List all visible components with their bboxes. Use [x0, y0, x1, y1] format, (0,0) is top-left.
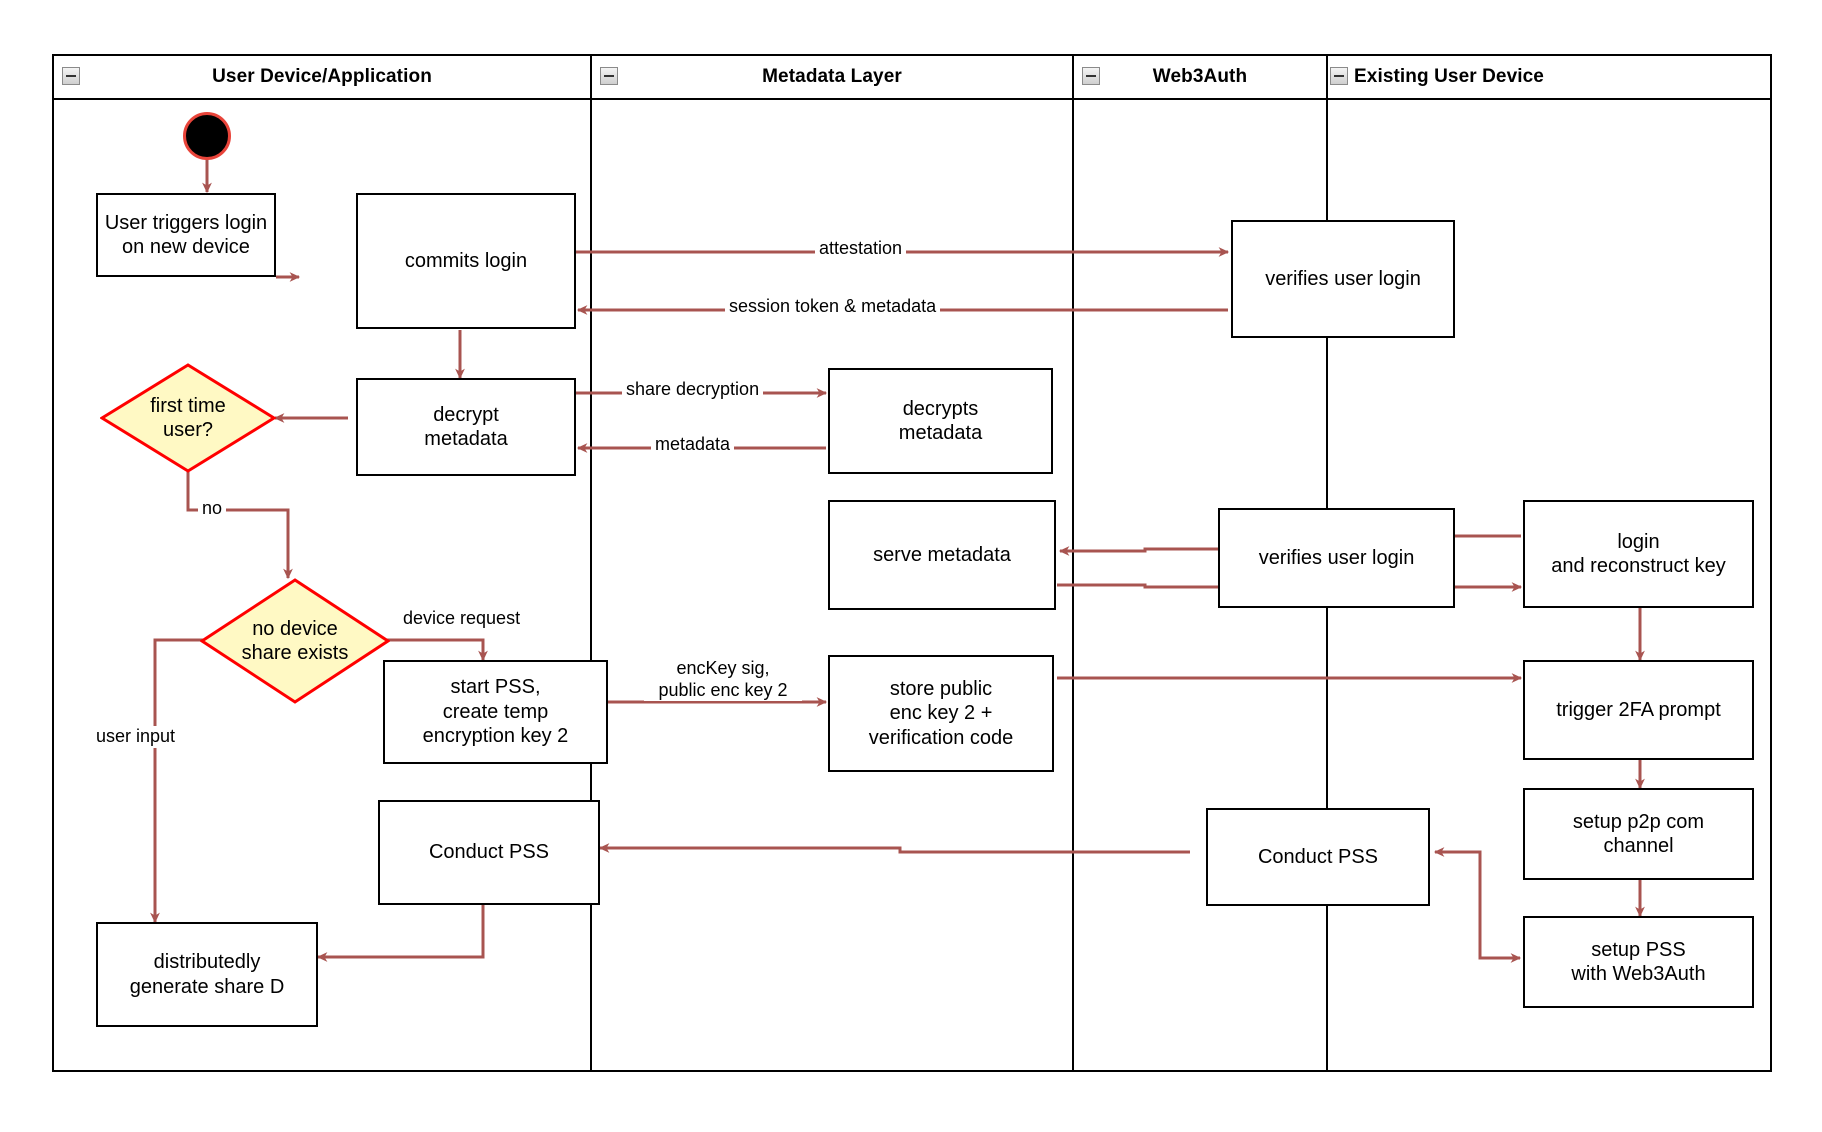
swimlane-metadata-layer[interactable]: Metadata Layer — [590, 54, 1072, 1072]
node-label: decrypt metadata — [424, 403, 508, 450]
node-label: Conduct PSS — [1257, 845, 1379, 868]
node-verifies-user-login-1[interactable]: verifies user login — [1231, 220, 1455, 338]
edge-label-device-request: device request — [399, 608, 525, 630]
node-trigger-2fa-prompt[interactable]: trigger 2FA prompt — [1523, 660, 1754, 760]
node-start-pss[interactable]: start PSS, create temp encryption key 2 — [383, 660, 608, 764]
edge-label-metadata: metadata — [651, 434, 735, 456]
node-label: distributedly generate share D — [129, 951, 285, 998]
node-label: store public enc key 2 + verification co… — [868, 677, 1014, 749]
collapse-icon[interactable] — [1330, 67, 1348, 85]
decision-shape — [100, 363, 276, 473]
swimlane-title-web3auth: Web3Auth — [1152, 66, 1248, 87]
swimlane-web3auth[interactable]: Web3Auth — [1072, 54, 1326, 1072]
node-serve-metadata[interactable]: serve metadata — [828, 500, 1056, 610]
node-label: no device share exists — [241, 618, 349, 664]
swimlane-header-user-device[interactable]: User Device/Application — [54, 56, 590, 100]
node-label: User triggers login on new device — [104, 211, 268, 258]
edge-label-no: no — [198, 498, 227, 520]
node-label: Conduct PSS — [428, 841, 550, 864]
node-conduct-pss-web3auth[interactable]: Conduct PSS — [1206, 808, 1430, 906]
node-user-triggers-login[interactable]: User triggers login on new device — [96, 193, 276, 277]
edge-label-session-token-metadata: session token & metadata — [725, 296, 941, 318]
node-verifies-user-login-2[interactable]: verifies user login — [1218, 508, 1455, 608]
node-label: login and reconstruct key — [1551, 530, 1726, 577]
decision-shape — [200, 578, 390, 704]
edge-label-attestation: attestation — [815, 238, 907, 260]
swimlane-header-existing-user-device[interactable]: Existing User Device — [1328, 56, 1770, 100]
swimlane-header-web3auth[interactable]: Web3Auth — [1074, 56, 1326, 100]
node-commits-login[interactable]: commits login — [356, 193, 576, 329]
collapse-icon[interactable] — [600, 67, 618, 85]
node-no-device-share-exists[interactable]: no device share exists — [200, 578, 390, 704]
node-label: setup PSS with Web3Auth — [1571, 938, 1706, 985]
edge-label-share-decryption: share decryption — [622, 379, 764, 401]
node-setup-pss-with-web3auth[interactable]: setup PSS with Web3Auth — [1523, 916, 1754, 1008]
node-decrypts-metadata[interactable]: decrypts metadata — [828, 368, 1053, 474]
node-label: setup p2p com channel — [1572, 810, 1705, 857]
node-login-and-reconstruct-key[interactable]: login and reconstruct key — [1523, 500, 1754, 608]
collapse-icon[interactable] — [1082, 67, 1100, 85]
edge-label-enckey-sig: encKey sig, public enc key 2 — [644, 658, 802, 702]
node-first-time-user[interactable]: first time user? — [100, 363, 276, 473]
swimlane-title-existing-user-device: Existing User Device — [1354, 66, 1544, 87]
swimlane-title-user-device: User Device/Application — [212, 66, 432, 87]
node-label: commits login — [404, 249, 528, 272]
start-node — [183, 112, 231, 160]
node-label: trigger 2FA prompt — [1556, 698, 1721, 721]
node-conduct-pss-user-device[interactable]: Conduct PSS — [378, 800, 600, 905]
node-label: verifies user login — [1265, 267, 1421, 290]
node-label: decrypts metadata — [898, 397, 983, 444]
collapse-icon[interactable] — [62, 67, 80, 85]
swimlane-title-metadata-layer: Metadata Layer — [762, 66, 902, 87]
node-label: first time user? — [150, 395, 226, 441]
edge-label-user-input: user input — [92, 726, 180, 748]
node-label: start PSS, create temp encryption key 2 — [422, 676, 569, 748]
swimlane-header-metadata-layer[interactable]: Metadata Layer — [592, 56, 1072, 100]
node-decrypt-metadata[interactable]: decrypt metadata — [356, 378, 576, 476]
node-setup-p2p-com-channel[interactable]: setup p2p com channel — [1523, 788, 1754, 880]
node-store-public-enc-key[interactable]: store public enc key 2 + verification co… — [828, 655, 1054, 772]
node-label: serve metadata — [873, 543, 1011, 566]
node-label: verifies user login — [1258, 546, 1415, 569]
node-distributedly-generate-share-d[interactable]: distributedly generate share D — [96, 922, 318, 1027]
swimlane-user-device[interactable]: User Device/Application — [52, 54, 590, 1072]
